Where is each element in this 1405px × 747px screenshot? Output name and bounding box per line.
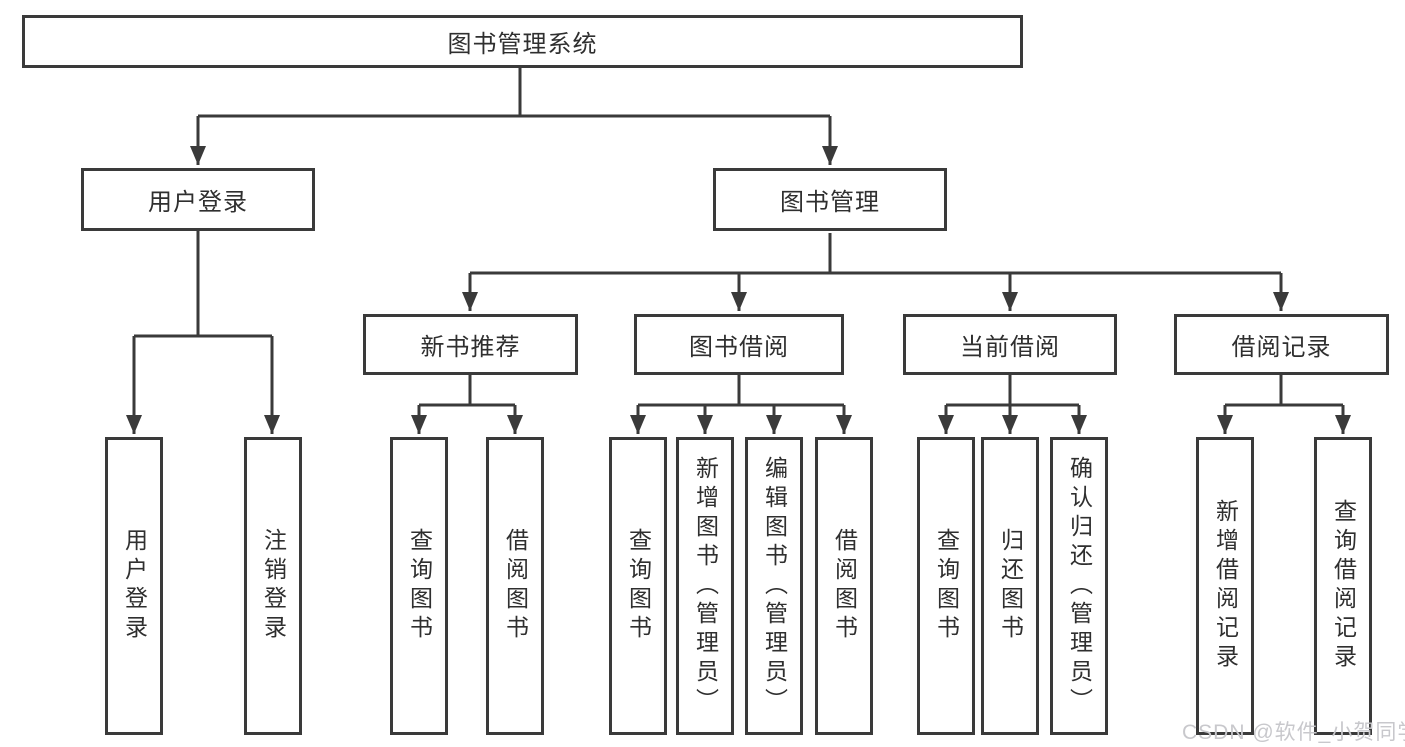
node-book-management: 图书管理 [713, 168, 947, 231]
leaf-return-books: 归还图书 [981, 437, 1039, 735]
node-borrow-record: 借阅记录 [1174, 314, 1389, 375]
node-book-borrow: 图书借阅 [634, 314, 844, 375]
node-user-login: 用户登录 [81, 168, 315, 231]
node-current-borrow: 当前借阅 [903, 314, 1117, 375]
leaf-user-login: 用户登录 [105, 437, 163, 735]
leaf-add-books-admin: 新增图书（管理员） [676, 437, 734, 735]
leaf-borrow-books: 借阅图书 [815, 437, 873, 735]
node-new-book-recommend: 新书推荐 [363, 314, 578, 375]
leaf-query-books-current: 查询图书 [917, 437, 975, 735]
leaf-confirm-return-admin: 确认归还（管理员） [1050, 437, 1108, 735]
leaf-query-books-recommend: 查询图书 [390, 437, 448, 735]
leaf-borrow-books-recommend: 借阅图书 [486, 437, 544, 735]
leaf-query-books-borrow: 查询图书 [609, 437, 667, 735]
leaf-add-borrow-record: 新增借阅记录 [1196, 437, 1254, 735]
leaf-logout: 注销登录 [244, 437, 302, 735]
watermark: CSDN @软件_小贺同学 [1182, 721, 1405, 744]
leaf-edit-books-admin: 编辑图书（管理员） [745, 437, 803, 735]
leaf-query-borrow-record: 查询借阅记录 [1314, 437, 1372, 735]
node-root: 图书管理系统 [22, 15, 1023, 68]
